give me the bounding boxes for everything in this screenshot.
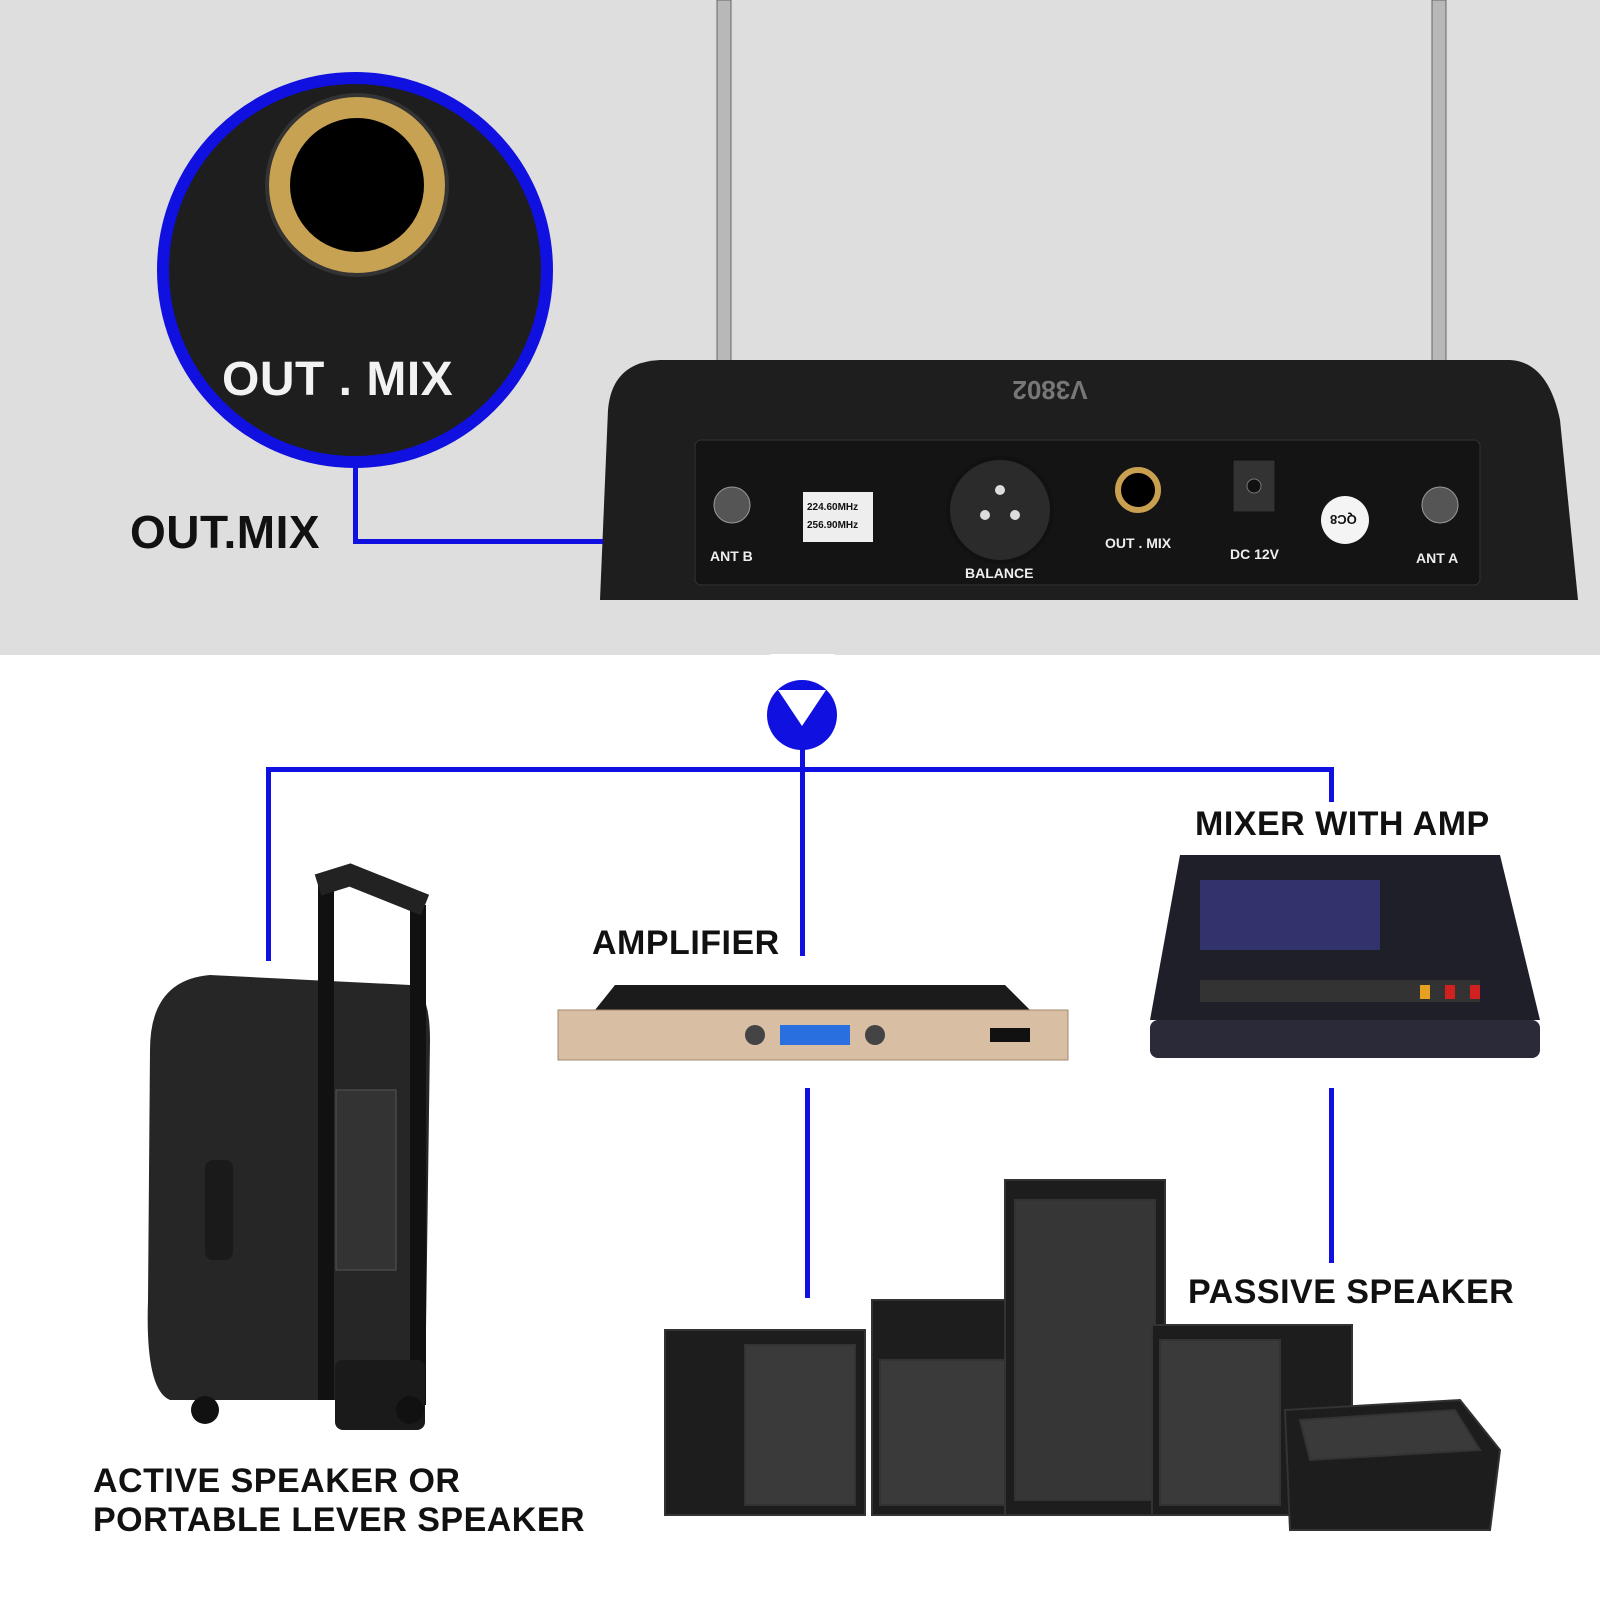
active-speaker-label-1: ACTIVE SPEAKER OR <box>93 1462 461 1500</box>
ant-b-connector <box>713 486 751 524</box>
qc-badge <box>1321 496 1369 544</box>
line-mixer-to-speakers <box>1329 1088 1334 1263</box>
svg-text:V3802: V3802 <box>1012 375 1087 405</box>
notch <box>770 654 835 700</box>
line-amp-to-speakers <box>805 1088 810 1298</box>
branch-line-active <box>266 767 271 961</box>
dc-label: DC 12V <box>1230 546 1280 562</box>
trunk-line <box>800 740 805 956</box>
amplifier-label: AMPLIFIER <box>592 924 780 962</box>
callout-zoom-label: OUT . MIX <box>222 353 454 406</box>
receiver-panel <box>694 439 1481 586</box>
branch-line-mixer <box>1329 767 1334 802</box>
frequency-label <box>803 492 873 542</box>
passive-speaker-label: PASSIVE SPEAKER <box>1188 1273 1515 1311</box>
balance-label: BALANCE <box>965 565 1034 581</box>
active-speaker-image <box>147 863 430 1430</box>
out-mix-port-label: OUT . MIX <box>1105 535 1172 551</box>
active-speaker-label-2: PORTABLE LEVER SPEAKER <box>93 1501 586 1539</box>
callout-jack <box>268 96 446 274</box>
out-mix-jack <box>1115 467 1161 513</box>
ant-a-label: ANT A <box>1416 550 1459 566</box>
frequency-2: 256.90MHz <box>807 520 859 531</box>
callout-side-label: OUT.MIX <box>130 506 321 558</box>
ant-b-label: ANT B <box>710 548 753 564</box>
qc-badge-label: QC8 <box>1330 512 1357 527</box>
callout-line-horizontal <box>353 539 603 544</box>
dc-jack <box>1232 459 1276 513</box>
xlr-connector <box>946 456 1054 564</box>
ant-a-connector <box>1421 486 1459 524</box>
passive-speakers-image <box>664 1179 1502 1531</box>
mixer-label: MIXER WITH AMP <box>1195 805 1490 843</box>
branch-line-horizontal <box>266 767 1334 772</box>
mixer-image <box>1150 855 1540 1058</box>
callout-line-vertical <box>353 460 358 544</box>
amplifier-image <box>557 985 1069 1061</box>
frequency-1: 224.60MHz <box>807 502 859 513</box>
